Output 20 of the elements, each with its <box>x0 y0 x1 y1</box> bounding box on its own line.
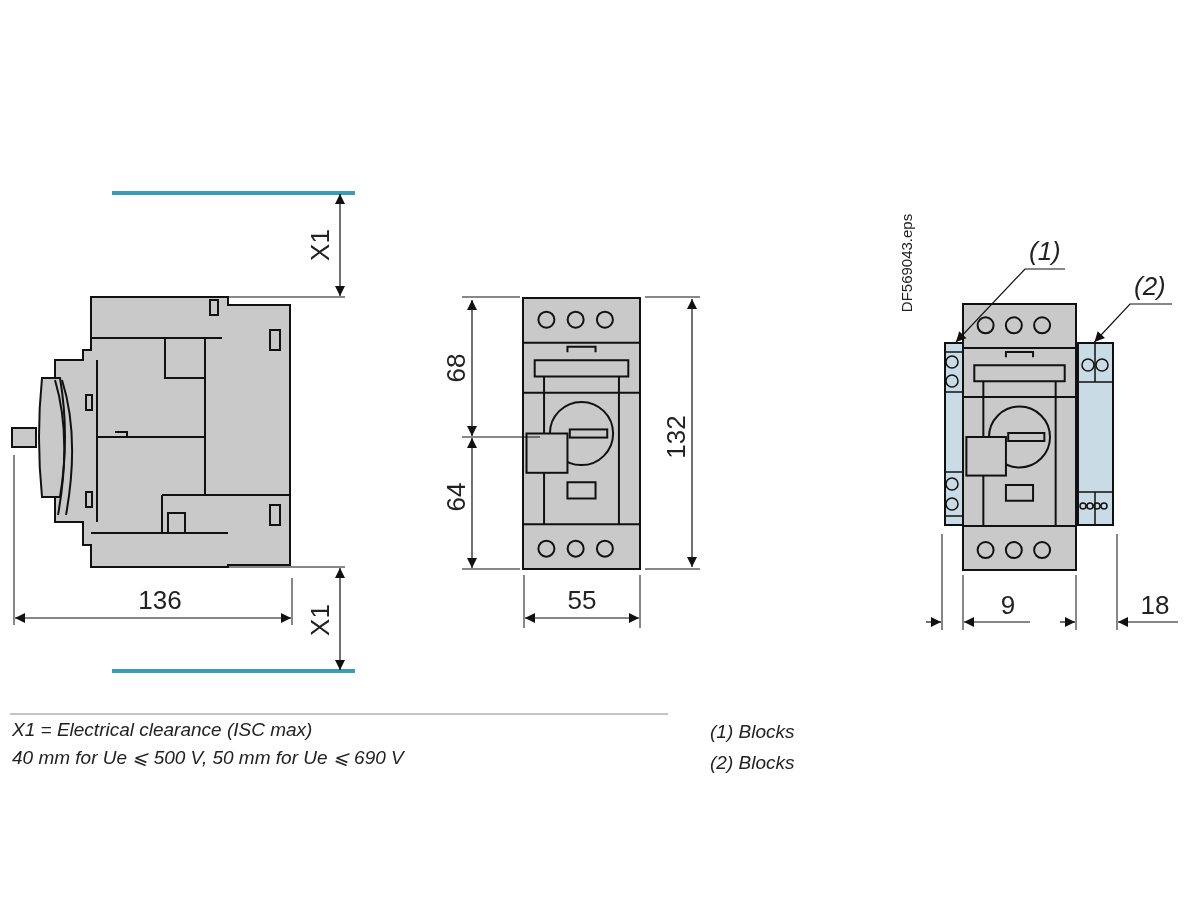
dimension-value: 55 <box>567 587 597 613</box>
note-text: (2) Blocks <box>710 753 795 772</box>
dimension-value: 18 <box>1140 592 1170 618</box>
dimension-value: 136 <box>138 587 182 613</box>
note-text: 40 mm for Ue ⩽ 500 V, 50 mm for Ue ⩽ 690 V <box>12 748 404 767</box>
dimension-value: 9 <box>1000 592 1016 618</box>
auxiliary-block <box>1077 342 1114 526</box>
dimension-value: 64 <box>443 482 469 512</box>
callout-number: (1) <box>1025 238 1065 269</box>
leader-line <box>955 268 1066 343</box>
leader-line <box>1093 303 1173 343</box>
dimension-value: X1 <box>307 604 333 636</box>
dimension-value: 132 <box>663 415 689 459</box>
auxiliary-block <box>944 342 964 526</box>
callout-number: (2) <box>1130 273 1172 304</box>
dimension-value: X1 <box>307 229 333 261</box>
note-text: X1 = Electrical clearance (ISC max) <box>12 720 313 739</box>
file-reference: DF569043.eps <box>898 213 914 313</box>
dimension-value: 68 <box>443 353 469 383</box>
note-text: (1) Blocks <box>710 722 795 741</box>
